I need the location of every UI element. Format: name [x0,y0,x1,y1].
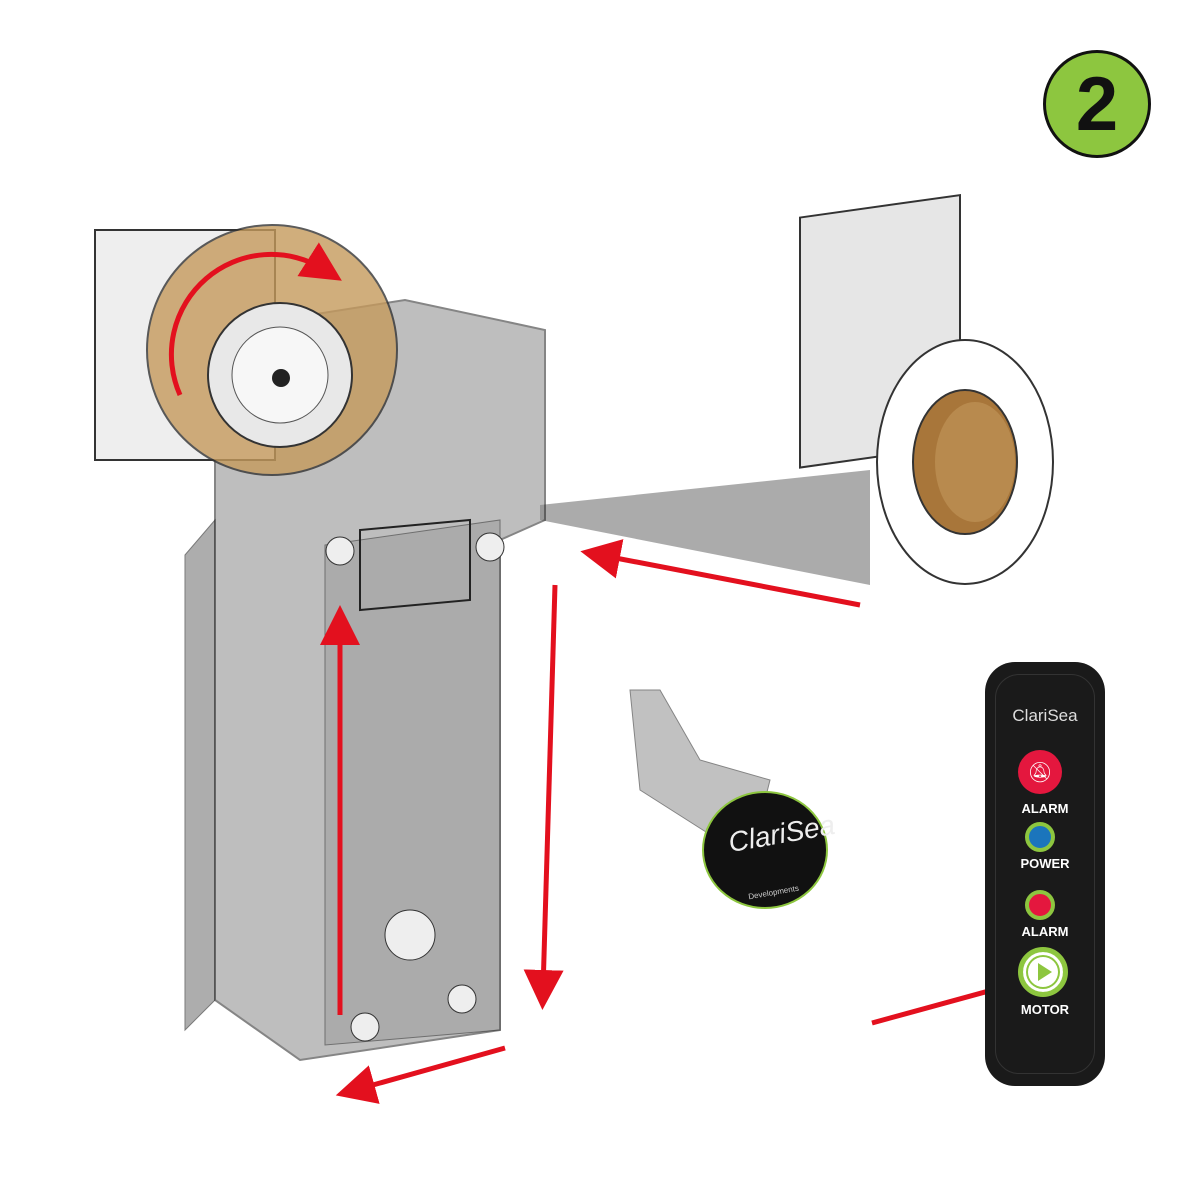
motor-label: MOTOR [1020,1002,1070,1017]
power-label: POWER [1020,856,1070,871]
step-number-badge: 2 [1043,50,1151,158]
alarm-mute-label: ALARM [1021,801,1069,816]
used-fleece-roll [94,224,398,476]
bell-muted-icon: 🔕︎ [1027,761,1053,784]
alarm-indicator [1025,890,1055,920]
control-panel: ClariSea 🔕︎ ALARM POWER ALARM MOTOR [985,662,1105,1086]
float-switch-puck [629,689,828,909]
motor-button[interactable] [1018,947,1068,997]
alarm-mute-button[interactable]: 🔕︎ [1018,750,1062,794]
fresh-fleece-roll [540,193,1054,585]
panel-brand: ClariSea [1012,706,1078,725]
play-icon [1038,963,1052,981]
alarm-label: ALARM [1021,924,1069,939]
power-indicator [1025,822,1055,852]
panel-border [995,674,1095,1074]
filter-housing [184,298,546,1062]
